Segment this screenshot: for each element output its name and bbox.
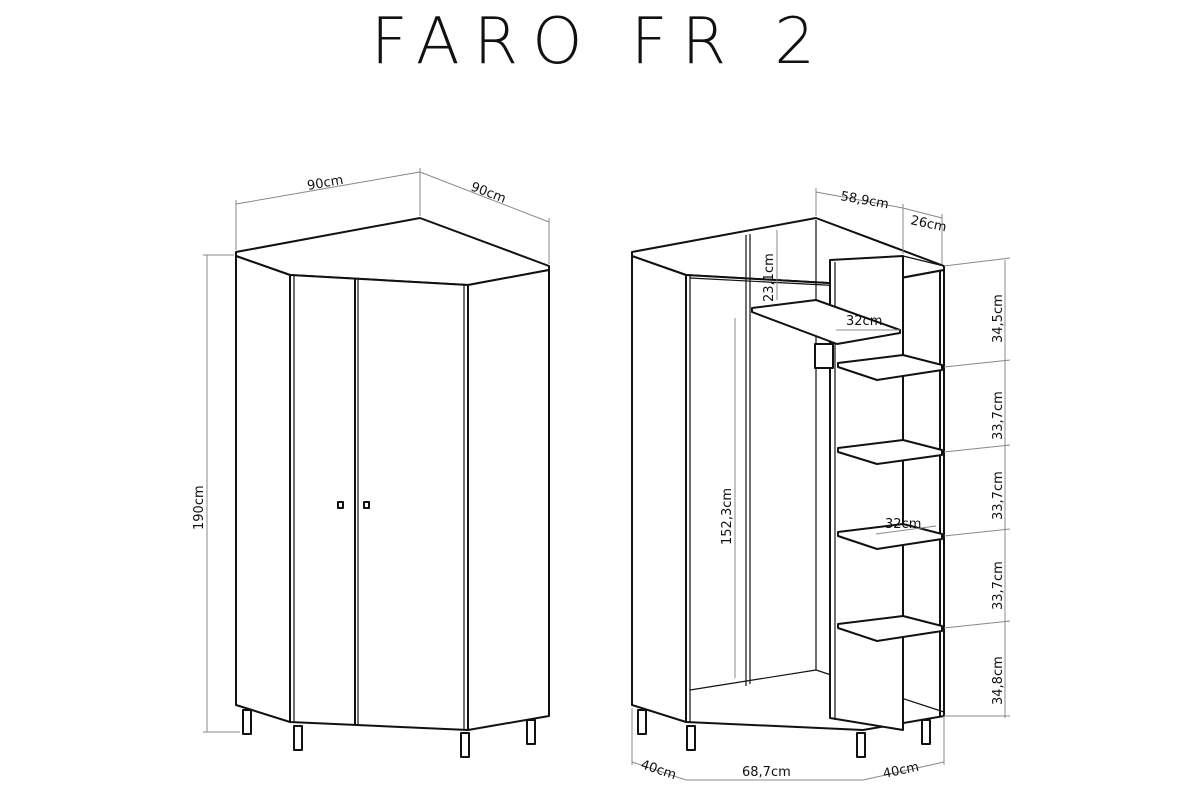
drawing-stroke (293, 725, 303, 751)
drawing-stroke (837, 439, 943, 465)
dim-rail-height: 152,3cm (720, 488, 735, 545)
dim-top-depth: 26cm (909, 213, 948, 235)
dim-shelf-spacing-3: 33,7cm (991, 471, 1006, 520)
dim-shelf-depth-lower: 32cm (885, 517, 921, 532)
open-wardrobe: 58,9cm 26cm 23,1cm 32cm 152,3cm 32cm 34,… (631, 188, 1011, 784)
legs (242, 709, 536, 758)
drawing-stroke (235, 255, 291, 723)
drawing-stroke (837, 354, 943, 381)
drawing-stroke (856, 732, 866, 758)
dim-top-width: 58,9cm (839, 189, 890, 212)
dim-height: 190cm (192, 485, 207, 530)
drawing-stroke (921, 719, 931, 745)
dim-shelf-spacing-4: 33,7cm (991, 561, 1006, 610)
dim-shelf-depth-top: 32cm (846, 314, 882, 329)
drawing-stroke (242, 709, 252, 735)
drawing-stroke (686, 725, 696, 751)
product-title: FARO FR 2 (370, 5, 830, 79)
dim-shelf-spacing-5: 34,8cm (991, 656, 1006, 705)
drawing-stroke (943, 359, 1011, 368)
dim-shelf-spacing-1: 34,5cm (991, 294, 1006, 343)
dim-top-gap: 23,1cm (762, 253, 777, 302)
door-handle-right (363, 501, 370, 509)
drawing-stroke (902, 255, 945, 267)
drawing-stroke (751, 299, 901, 345)
drawing-stroke (467, 269, 550, 731)
drawing-stroke (526, 719, 536, 745)
drawing-stroke (814, 343, 834, 369)
drawing-stroke (837, 615, 943, 642)
drawing-stroke (875, 525, 937, 535)
drawing-stroke (943, 257, 1011, 267)
dim-bottom-right: 40cm (882, 760, 921, 782)
closed-wardrobe: 90cm 90cm 190cm (192, 168, 550, 758)
dim-bottom-left: 40cm (639, 758, 678, 784)
drawing-stroke (943, 620, 1011, 629)
drawing-stroke (631, 761, 687, 781)
drawing-stroke (460, 732, 470, 758)
drawing-stroke (689, 669, 817, 691)
drawing-stroke (235, 171, 421, 205)
drawing-stroke (637, 709, 647, 735)
dim-shelf-spacing-2: 33,7cm (991, 391, 1006, 440)
door-handle-left (337, 501, 344, 509)
dim-bottom-middle: 68,7cm (742, 765, 791, 780)
dim-width-left: 90cm (306, 173, 344, 194)
drawing-stroke (902, 207, 943, 219)
drawing-stroke (837, 523, 943, 550)
drawing-stroke (289, 274, 469, 731)
drawing-stroke (815, 191, 904, 209)
drawing-stroke (943, 444, 1011, 453)
drawing-stroke (637, 709, 931, 758)
drawing-stroke (631, 255, 687, 723)
drawing-stroke (862, 761, 945, 781)
drawing-stroke (943, 528, 1011, 537)
drawing-stroke (419, 171, 550, 223)
dim-width-right: 90cm (469, 180, 508, 207)
